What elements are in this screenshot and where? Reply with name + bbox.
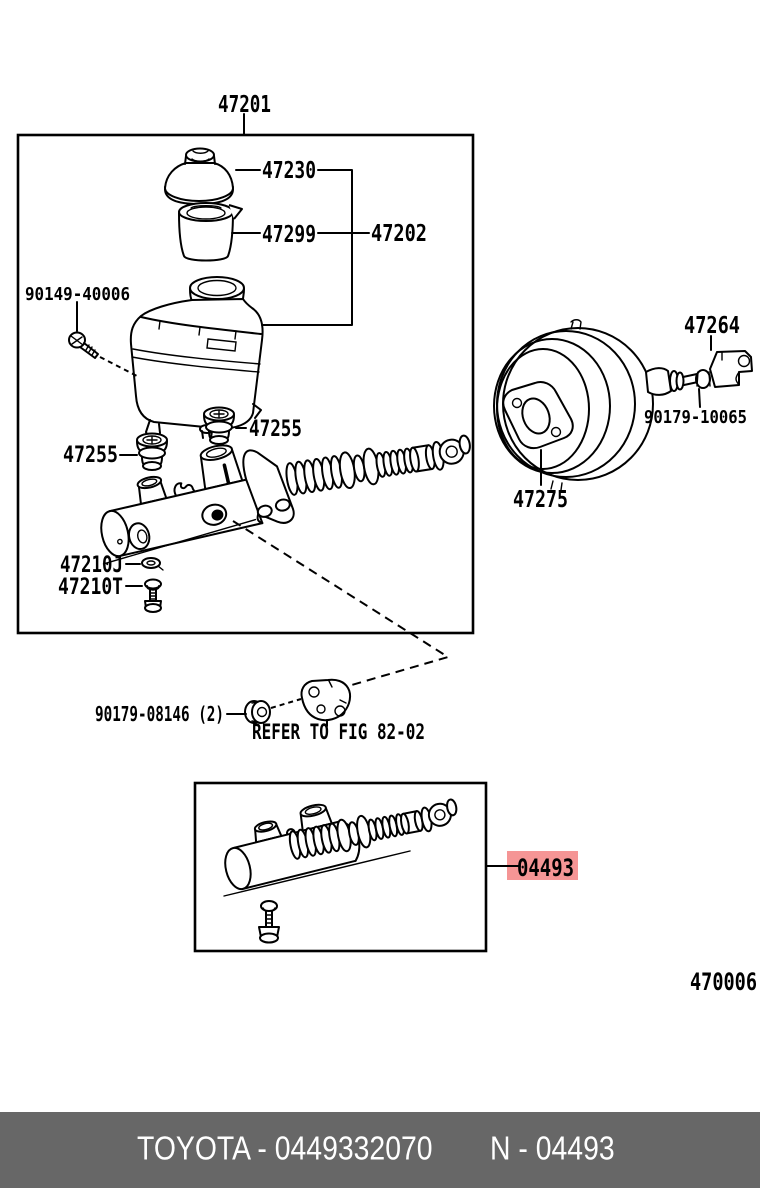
part-label-cap: 47230: [262, 158, 316, 184]
part-label-reservoir-assy: 47202: [371, 221, 427, 247]
union-nut-drawing: [244, 700, 271, 724]
footer-brand-code: TOYOTA - 0449332070: [137, 1129, 433, 1167]
kit-piston-drawing: [288, 798, 458, 860]
reservoir-screw-drawing: [68, 331, 99, 359]
dashed-leader-union: [232, 520, 451, 692]
figure-code-label: 470006: [690, 968, 757, 996]
refer-note-label: REFER TO FIG 82-02: [252, 720, 425, 744]
dashed-90149-40006: [99, 356, 138, 377]
part-label-union-nut: 90179-08146 (2): [95, 702, 224, 726]
master-cylinder-body-drawing: [100, 444, 295, 565]
brake-master-cylinder-diagram: 47201 47230 47299 47202 90149-40006 4725…: [16, 92, 757, 996]
leader-47230-47202: [235, 169, 353, 326]
dashed-90179-08146: [270, 698, 302, 709]
reservoir-filter-drawing: [178, 202, 243, 262]
booster-gasket-drawing: [502, 381, 574, 450]
clevis-drawing: [695, 350, 753, 389]
part-label-grommet-right: 47255: [249, 417, 302, 442]
part-label-booster-clevis: 47264: [684, 313, 740, 339]
reservoir-cap-drawing: [164, 147, 234, 205]
part-label-assembly: 47201: [218, 92, 271, 118]
tube-bracket-drawing: [300, 678, 352, 722]
master-cylinder-piston-drawing: [285, 434, 471, 496]
kit-edge-line: [223, 850, 411, 897]
footer-catalog-code: N - 04493: [490, 1129, 615, 1167]
bolt-47210t-drawing: [144, 578, 162, 613]
gasket-47210j-drawing: [141, 557, 164, 571]
grommet-right-drawing: [203, 406, 235, 445]
kit-bolt-drawing: [258, 900, 280, 944]
part-label-repair-kit: 04493: [517, 854, 574, 882]
part-label-gasket-j: 47210J: [60, 553, 123, 578]
part-label-reservoir-screw: 90149-40006: [25, 284, 130, 305]
reservoir-tank-drawing: [129, 276, 264, 453]
part-label-booster-locknut: 90179-10065: [644, 407, 747, 428]
main-assembly-box: [16, 133, 475, 635]
part-label-filter: 47299: [262, 222, 316, 248]
leader-90179-10065: [698, 388, 701, 408]
part-label-booster-gasket: 47275: [513, 487, 568, 513]
footer-bar: TOYOTA - 0449332070 N - 04493: [0, 1112, 760, 1188]
grommet-left-drawing: [136, 432, 168, 471]
part-label-bolt-t: 47210T: [58, 575, 123, 600]
part-label-grommet-left: 47255: [63, 443, 118, 468]
